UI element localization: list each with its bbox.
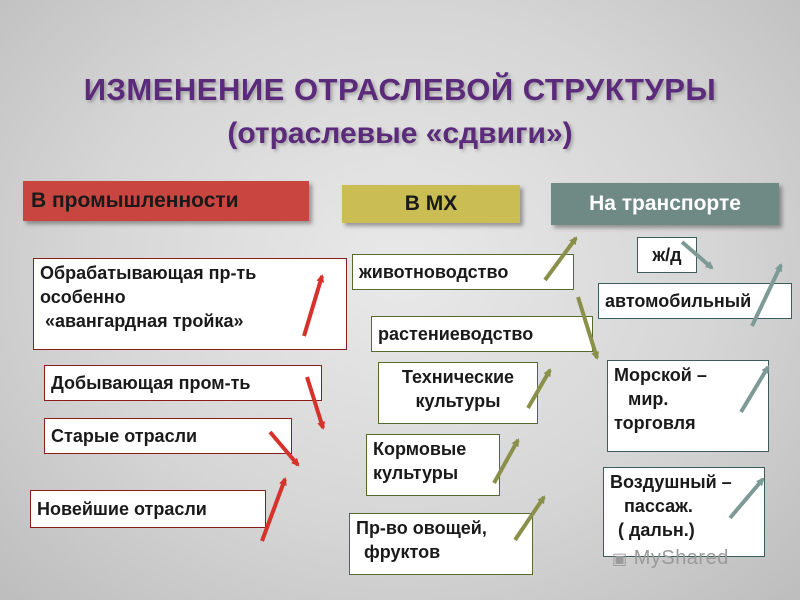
technical-line-2: культуры: [415, 391, 501, 411]
box-air-transport: Воздушный – пассаж. ( дальн.): [603, 467, 765, 557]
box-processing-industry: Обрабатывающая пр-ть особенно «авангардн…: [33, 258, 347, 350]
sea-line-2: мир.: [628, 389, 669, 409]
box-extracting-industry: Добывающая пром-ть: [44, 365, 322, 401]
page-subtitle: (отраслевые «сдвиги»): [227, 117, 573, 150]
box-fodder-crops: Кормовые культуры: [366, 434, 500, 496]
header-transport: На транспорте: [551, 183, 779, 225]
box-crops: растениеводство: [371, 316, 593, 352]
box-vegetables-fruits: Пр-во овощей, фруктов: [349, 513, 533, 575]
fodder-line-2: культуры: [373, 463, 459, 483]
processing-line-1: Обрабатывающая пр-ть: [40, 263, 257, 283]
sea-line-3: торговля: [614, 413, 696, 433]
box-sea-transport: Морской – мир. торговля: [607, 360, 769, 452]
air-line-2: пассаж.: [624, 496, 693, 516]
watermark-icon: ▣: [612, 551, 628, 568]
watermark-text: MyShared: [633, 547, 729, 569]
box-railway: ж/д: [637, 237, 697, 273]
box-technical-crops: Технические культуры: [378, 362, 538, 424]
processing-line-2: особенно: [40, 287, 126, 307]
box-livestock: животноводство: [352, 254, 574, 290]
sea-line-1: Морской –: [614, 365, 707, 385]
processing-line-3: «авангардная тройка»: [45, 311, 244, 331]
air-line-3: ( дальн.): [618, 520, 695, 540]
header-industry: В промышленности: [23, 181, 309, 221]
vegfruit-line-2: фруктов: [364, 542, 441, 562]
technical-line-1: Технические: [401, 367, 515, 387]
watermark-logo: ▣ MyShared: [612, 547, 729, 570]
box-automobile: автомобильный: [598, 283, 792, 319]
air-line-1: Воздушный –: [610, 472, 732, 492]
header-agriculture: В МХ: [342, 185, 520, 223]
box-newest-industries: Новейшие отрасли: [30, 490, 266, 528]
page-title: ИЗМЕНЕНИЕ ОТРАСЛЕВОЙ СТРУКТУРЫ: [83, 72, 717, 107]
vegfruit-line-1: Пр-во овощей,: [356, 518, 487, 538]
fodder-line-1: Кормовые: [373, 439, 467, 459]
box-old-industries: Старые отрасли: [44, 418, 292, 454]
